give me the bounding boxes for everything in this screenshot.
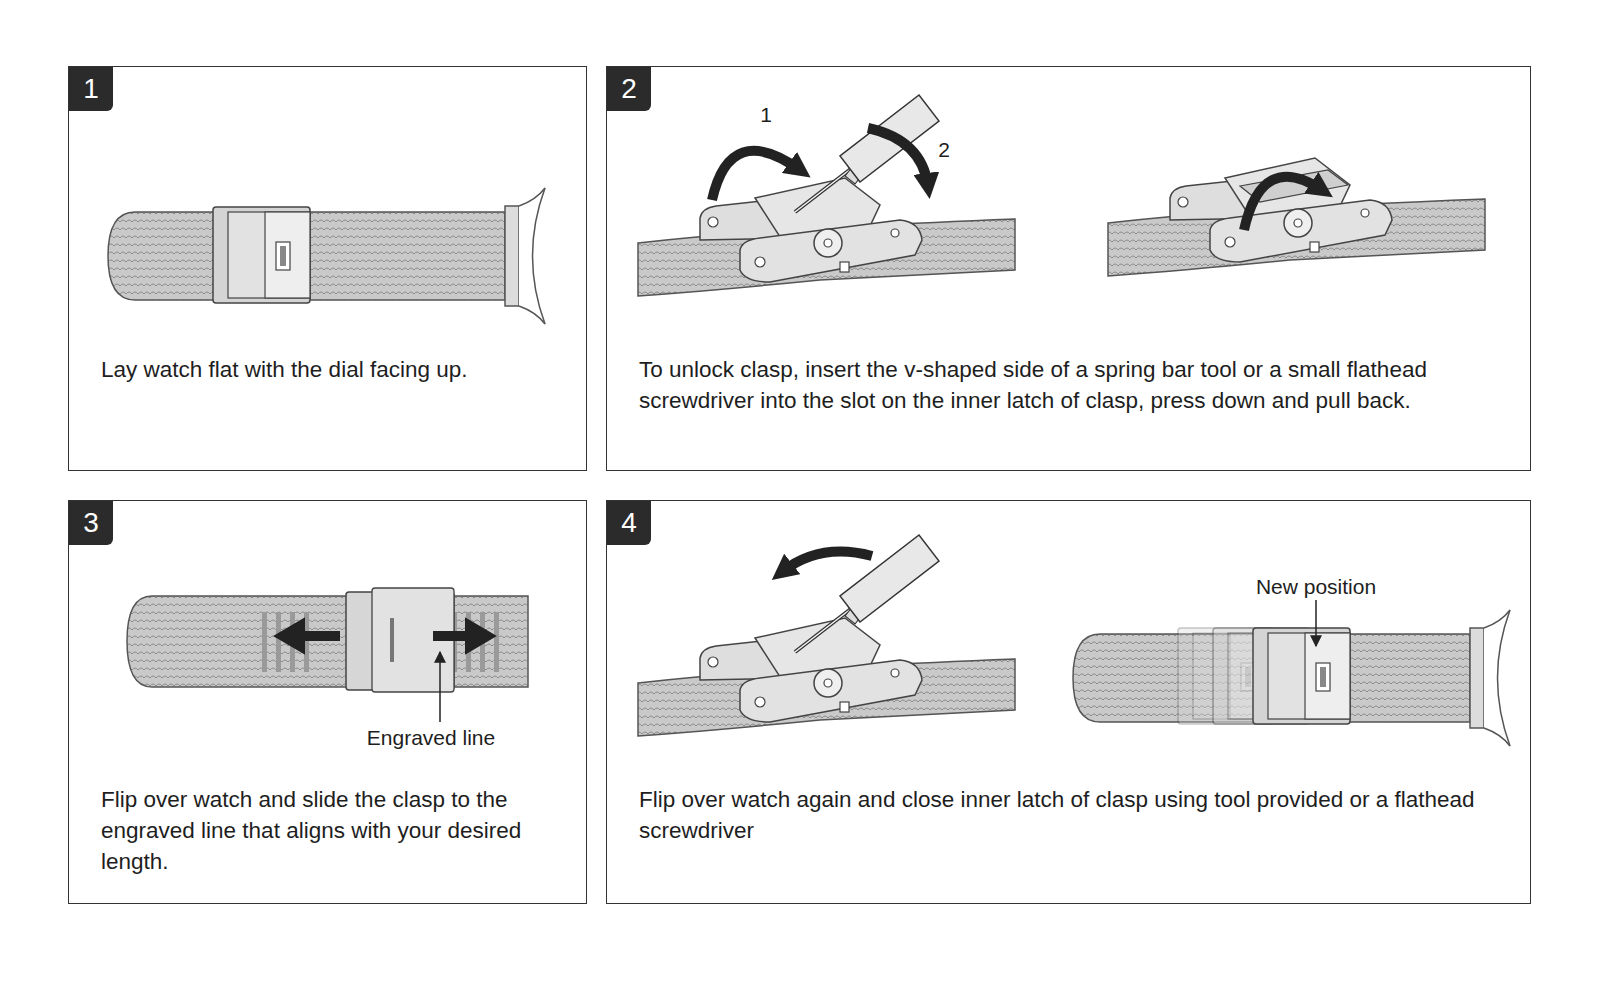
step-panel: 4Flip over watch again and close inner l… xyxy=(606,500,1531,904)
step-number: 1 xyxy=(69,67,113,111)
part-label: Engraved line xyxy=(367,726,495,750)
step-number: 2 xyxy=(607,67,651,111)
step-number: 4 xyxy=(607,501,651,545)
callout-number: 2 xyxy=(938,138,950,162)
step-panel: 3Flip over watch and slide the clasp to … xyxy=(68,500,587,904)
callout-number: 1 xyxy=(760,103,772,127)
step-panel: 2 To unlock clasp, insert the v-shaped si… xyxy=(606,66,1531,471)
step-instruction: Flip over watch and slide the clasp to t… xyxy=(101,784,571,877)
part-label: New position xyxy=(1256,575,1376,599)
step-instruction: To unlock clasp, insert the v-shaped sid… xyxy=(639,354,1509,416)
step-instruction: Flip over watch again and close inner la… xyxy=(639,784,1509,846)
step-number: 3 xyxy=(69,501,113,545)
step-panel: 1Lay watch flat with the dial facing up. xyxy=(68,66,587,471)
step-instruction: Lay watch flat with the dial facing up. xyxy=(101,354,571,385)
